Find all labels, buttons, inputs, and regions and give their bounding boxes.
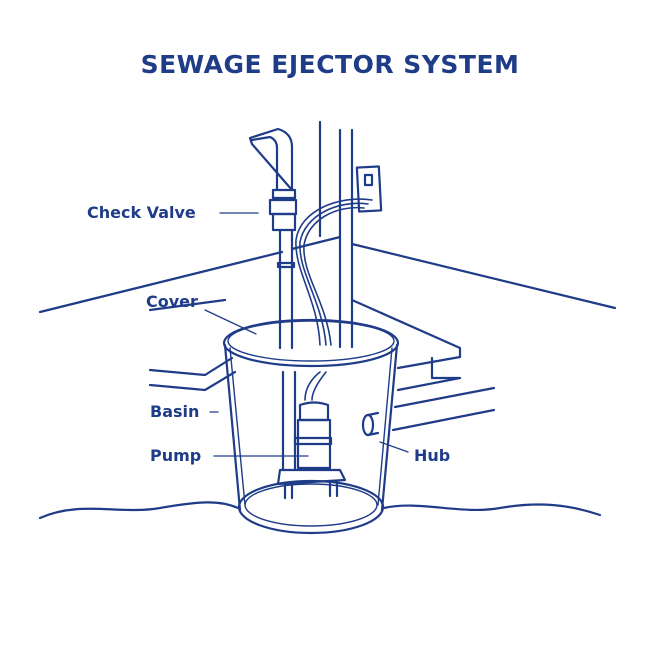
label-cover: Cover (146, 292, 198, 311)
floor-waves (38, 501, 602, 520)
electrical-outlet (355, 165, 383, 213)
hub (361, 411, 380, 437)
label-check-valve: Check Valve (87, 203, 196, 222)
basin (222, 318, 400, 535)
label-pump: Pump (150, 446, 202, 465)
label-basin: Basin (150, 402, 200, 421)
discharge-pipe (248, 127, 298, 472)
leader-lines (204, 212, 409, 457)
label-hub: Hub (414, 446, 451, 465)
power-cord (295, 198, 373, 401)
vent-pipe (338, 128, 354, 349)
room-walls (38, 120, 617, 432)
diagram-title: SEWAGE EJECTOR SYSTEM (140, 50, 520, 79)
pump (276, 401, 347, 500)
